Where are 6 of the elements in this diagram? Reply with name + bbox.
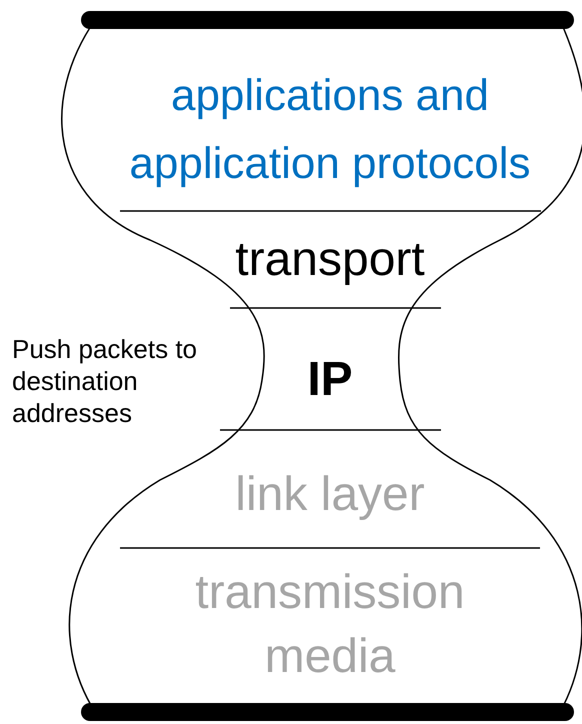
layer-label: applications and application protocols [80, 55, 580, 205]
layer-label: link layer [180, 460, 480, 530]
layer-label: transport [190, 225, 470, 295]
layer-label: transmission media [150, 560, 510, 690]
side-note: Push packets to destination addresses [12, 333, 198, 429]
layer-label: IP [280, 345, 380, 415]
